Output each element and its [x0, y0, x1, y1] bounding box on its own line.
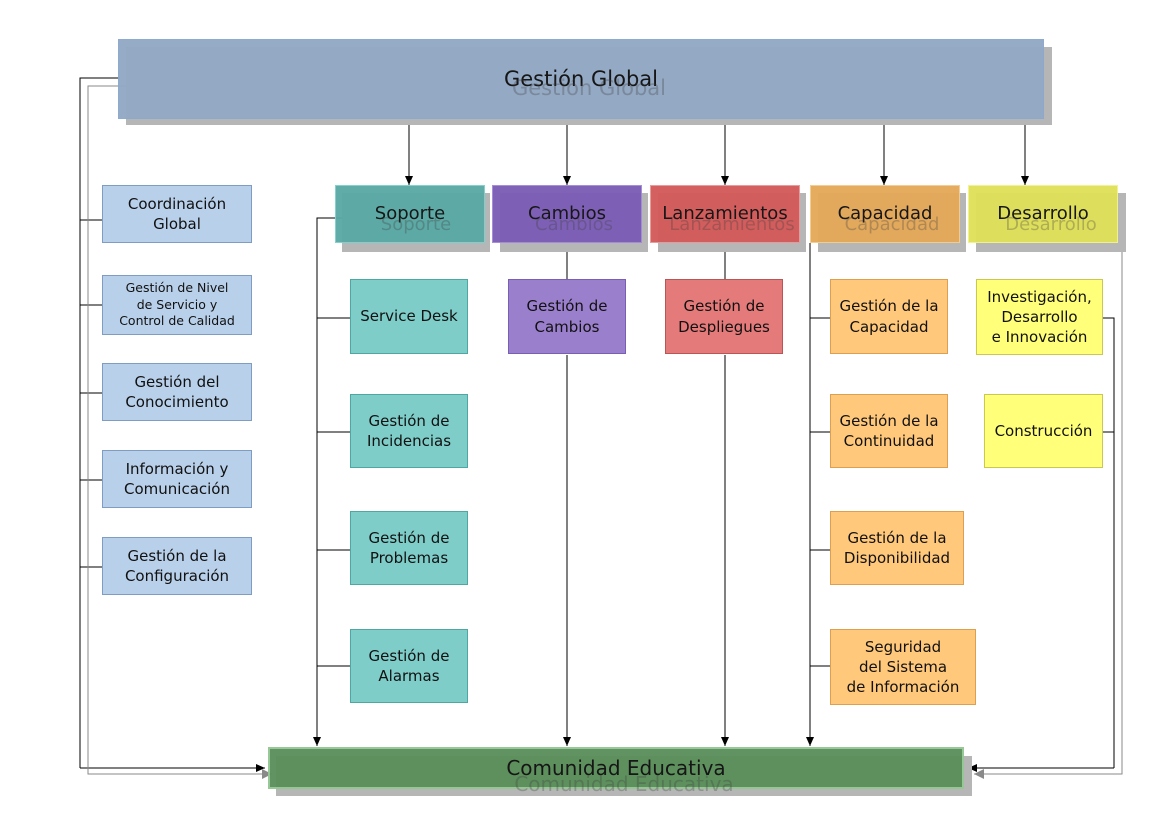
capacidad-ghost-label: Capacidad: [844, 213, 940, 235]
comunidad-educativa-ghost-label: Comunidad Educativa: [514, 772, 734, 796]
item-gestion-continuidad: Gestión de la Continuidad: [830, 394, 948, 468]
item-gestion-incidencias: Gestión de Incidencias: [350, 394, 468, 468]
cambios-ghost-label: Cambios: [535, 213, 613, 235]
comunidad-educativa-box: Comunidad Educativa: [268, 747, 964, 789]
left-box-informacion-comunicacion: Información y Comunicación: [102, 450, 252, 508]
left-box-conocimiento: Gestión del Conocimiento: [102, 363, 252, 421]
left-box-configuracion: Gestión de la Configuración: [102, 537, 252, 595]
area-header-soporte: Soporte: [335, 185, 485, 243]
item-gestion-alarmas: Gestión de Alarmas: [350, 629, 468, 703]
gestion-global-ghost-label: Gestión Global: [511, 76, 667, 100]
area-header-lanzamientos: Lanzamientos: [650, 185, 800, 243]
soporte-ghost-label: Soporte: [380, 213, 452, 235]
comunidad-educativa-label: Comunidad Educativa: [506, 755, 726, 780]
item-gestion-despliegues: Gestión de Despliegues: [665, 279, 783, 354]
lanzamientos-ghost-label: Lanzamientos: [669, 213, 795, 235]
left-box-coordinacion-global: Coordinación Global: [102, 185, 252, 243]
area-header-capacidad: Capacidad: [810, 185, 960, 243]
item-gestion-capacidad: Gestión de la Capacidad: [830, 279, 948, 354]
area-header-desarrollo: Desarrollo: [968, 185, 1118, 243]
item-investigacion-desarrollo-innovacion: Investigación, Desarrollo e Innovación: [976, 279, 1103, 355]
desarrollo-ghost-label: Desarrollo: [1005, 213, 1097, 235]
item-gestion-problemas: Gestión de Problemas: [350, 511, 468, 585]
left-box-nivel-servicio: Gestión de Nivel de Servicio y Control d…: [102, 275, 252, 335]
item-seguridad-sistema-informacion: Seguridad del Sistema de Información: [830, 629, 976, 705]
item-service-desk: Service Desk: [350, 279, 468, 354]
gestion-global-label: Gestión Global: [503, 66, 659, 91]
gestion-global-box: Gestión Global: [118, 39, 1044, 119]
item-gestion-cambios: Gestión de Cambios: [508, 279, 626, 354]
item-construccion: Construcción: [984, 394, 1103, 468]
item-gestion-disponibilidad: Gestión de la Disponibilidad: [830, 511, 964, 585]
area-header-cambios: Cambios: [492, 185, 642, 243]
